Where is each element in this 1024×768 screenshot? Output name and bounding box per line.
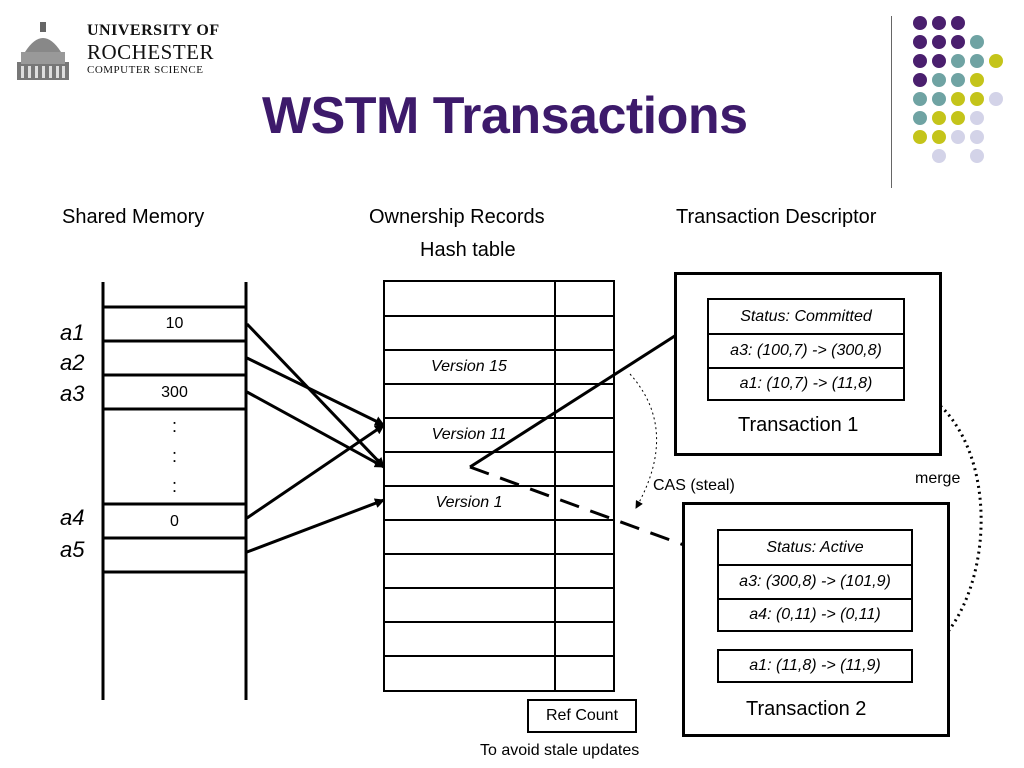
ref-count-box: Ref Count: [527, 699, 637, 733]
label-hash-table: Hash table: [420, 239, 516, 261]
logo-text-university: UNIVERSITY OF: [87, 22, 220, 39]
transaction1-descriptor: Status: Committed a3: (100,7) -> (300,8)…: [707, 298, 905, 401]
ref-count-note: To avoid stale updates: [480, 742, 640, 759]
memory-to-ownership-arrows: [245, 322, 386, 554]
ownership-to-transaction2-dashed-arrow: [469, 465, 715, 558]
memory-ellipsis: :: [171, 446, 177, 466]
address-a1: a1: [60, 320, 85, 345]
transaction1-status: Status: Committed: [709, 300, 903, 335]
ownership-version-1: Version 1: [435, 494, 503, 511]
transaction2-descriptor: Status: Active a3: (300,8) -> (101,9) a4…: [717, 529, 913, 632]
merge-annotation: merge: [915, 470, 961, 487]
ref-count-label: Ref Count: [545, 707, 619, 724]
transaction2-merged-entry: a1: (11,8) -> (11,9): [717, 649, 913, 683]
transaction2-label: Transaction 2: [746, 698, 867, 720]
cas-dotted-curve: [629, 373, 658, 509]
label-transaction-descriptor: Transaction Descriptor: [676, 206, 877, 228]
memory-value-a1: 10: [165, 315, 184, 332]
ownership-to-transaction1-arrow: [469, 314, 707, 469]
ownership-table: [383, 280, 615, 692]
memory-value-a3: 300: [161, 384, 188, 401]
transaction2-entry-a3: a3: (300,8) -> (101,9): [719, 566, 911, 600]
transaction2-entry-a1: a1: (11,8) -> (11,9): [749, 657, 881, 674]
decorative-divider: [891, 16, 892, 188]
address-a2: a2: [60, 350, 85, 375]
transaction2-entry-a4: a4: (0,11) -> (0,11): [749, 606, 881, 623]
university-logo: UNIVERSITY OF ROCHESTER COMPUTER SCIENCE: [15, 20, 220, 82]
transaction1-entry-a3: a3: (100,7) -> (300,8): [709, 335, 903, 369]
ownership-version-11: Version 11: [431, 426, 507, 443]
memory-ellipsis: :: [171, 416, 177, 436]
ownership-version-15: Version 15: [431, 358, 507, 375]
label-shared-memory: Shared Memory: [62, 206, 205, 228]
page-title: WSTM Transactions: [262, 87, 748, 145]
building-dome-icon: [17, 22, 69, 80]
address-a4: a4: [60, 505, 85, 530]
address-a5: a5: [60, 537, 85, 562]
transaction2-status: Status: Active: [719, 531, 911, 566]
logo-text-rochester: ROCHESTER: [87, 40, 215, 64]
transaction1-entry-a1: a1: (10,7) -> (11,8): [739, 375, 873, 392]
label-ownership-records: Ownership Records: [369, 206, 545, 228]
cas-steal-annotation: CAS (steal): [653, 477, 735, 494]
shared-memory-block: [101, 282, 248, 700]
memory-ellipsis: :: [171, 476, 177, 496]
memory-value-a4: 0: [170, 513, 179, 530]
address-a3: a3: [60, 381, 85, 406]
logo-text-department: COMPUTER SCIENCE: [87, 64, 204, 76]
transaction1-label: Transaction 1: [738, 414, 859, 436]
